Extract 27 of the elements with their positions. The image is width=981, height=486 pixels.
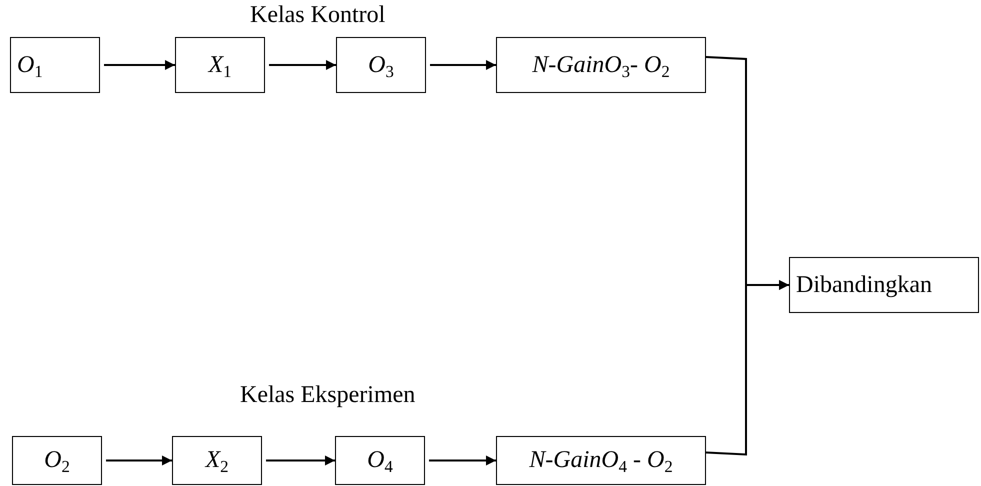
- process-box: [789, 257, 979, 313]
- process-box: [10, 37, 100, 93]
- process-box: [496, 436, 706, 485]
- process-box: [335, 436, 425, 485]
- box-text: Dibandingkan: [796, 272, 932, 298]
- box-text: N-GainO$_{3}$- O$_{2}$: [532, 52, 670, 78]
- process-box: [496, 37, 706, 93]
- arrow: [266, 456, 335, 466]
- box-text: O$_{3}$: [368, 52, 394, 78]
- box-text: N-GainO$_{4}$ - O$_{2}$: [529, 447, 673, 474]
- process-box: [175, 37, 265, 93]
- arrow: [106, 456, 172, 466]
- box-text: O$_{4}$: [367, 447, 393, 474]
- group-heading: Kelas Kontrol: [250, 2, 386, 29]
- box-text: X$_{1}$: [208, 52, 232, 78]
- box-text: O$_{1}$: [17, 52, 43, 78]
- process-box: [12, 436, 102, 485]
- box-text: O$_{2}$: [44, 447, 70, 474]
- arrow: [429, 456, 496, 466]
- arrow: [104, 60, 175, 70]
- process-box: [336, 37, 426, 93]
- arrow: [269, 60, 336, 70]
- group-heading: Kelas Eksperimen: [240, 382, 416, 409]
- arrow: [706, 280, 789, 456]
- box-text: X$_{2}$: [205, 447, 229, 474]
- arrow: [430, 60, 496, 70]
- process-box: [172, 436, 262, 485]
